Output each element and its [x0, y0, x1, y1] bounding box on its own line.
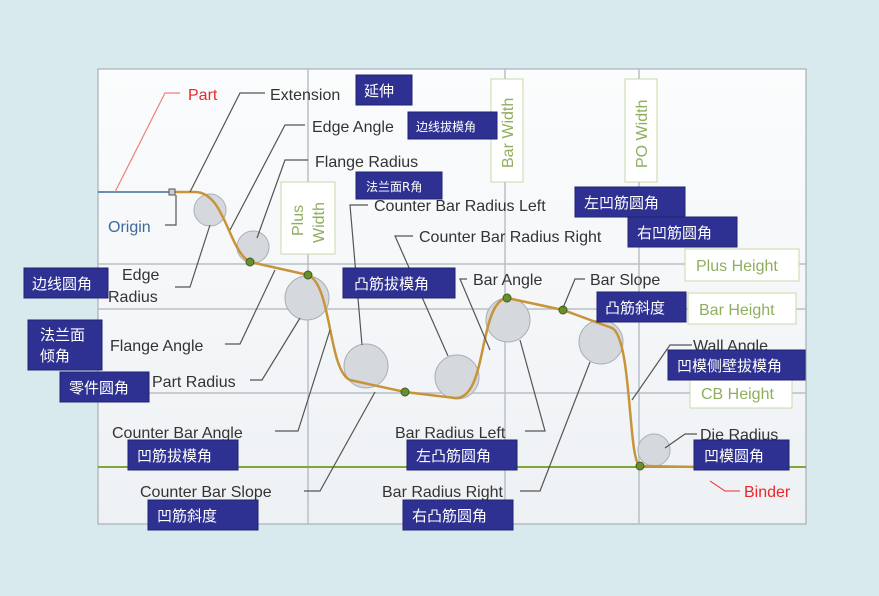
cn-cb-slope: 凹筋斜度 [157, 507, 217, 525]
cn-edge-radius: 边线圆角 [32, 275, 92, 293]
cn-extension: 延伸 [364, 82, 394, 100]
label-po-width: PO Width [634, 100, 651, 168]
label-flange-angle: Flange Angle [110, 338, 204, 355]
english-labels: Part Extension Edge Angle Flange Radius … [108, 87, 791, 501]
dimension-labels: Plus Width Bar Width PO Width Plus Heigh… [280, 78, 800, 409]
chinese-labels: 延伸 边线拔模角 法兰面R角 左凹筋圆角 右凹筋圆角 边线圆角 凸筋拔模角 凸筋… [23, 74, 806, 531]
label-plus-height: Plus Height [696, 258, 778, 275]
cn-wall-angle: 凹模侧壁拔模角 [677, 357, 782, 375]
label-flange-radius: Flange Radius [315, 154, 418, 171]
cn-flange-radius: 法兰面R角 [366, 180, 422, 194]
label-counter-bar-slope: Counter Bar Slope [140, 484, 272, 501]
cn-die-radius: 凹模圆角 [704, 447, 764, 465]
label-part: Part [188, 87, 218, 104]
label-extension: Extension [270, 87, 340, 104]
label-counter-bar-radius-right: Counter Bar Radius Right [419, 229, 602, 246]
cn-flange-angle-1: 法兰面 [40, 326, 85, 344]
label-plus: Plus [290, 205, 307, 236]
label-origin: Origin [108, 219, 151, 236]
label-bar-width: Bar Width [500, 98, 517, 168]
cn-edge-angle: 边线拔模角 [416, 119, 476, 134]
cn-cb-radius-left: 左凹筋圆角 [584, 194, 659, 212]
cn-cb-radius-right: 右凹筋圆角 [637, 224, 712, 242]
leader-lines [114, 92, 740, 492]
label-part-radius: Part Radius [152, 374, 236, 391]
label-counter-bar-angle: Counter Bar Angle [112, 425, 243, 442]
part-profile-curve [172, 190, 701, 469]
origin-marker [168, 188, 176, 196]
cn-bar-slope: 凸筋斜度 [605, 299, 665, 317]
cn-flange-angle-2: 倾角 [40, 347, 70, 365]
label-edge-angle: Edge Angle [312, 119, 394, 136]
label-counter-bar-radius-left: Counter Bar Radius Left [374, 198, 546, 215]
label-bar-angle: Bar Angle [473, 272, 542, 289]
label-width: Width [311, 202, 328, 243]
label-cb-height: CB Height [701, 386, 774, 403]
label-bar-radius-right: Bar Radius Right [382, 484, 504, 501]
label-binder: Binder [744, 484, 791, 501]
cn-bar-draft: 凸筋拔模角 [354, 275, 429, 293]
label-bar-slope: Bar Slope [590, 272, 660, 289]
cn-bar-radius-left: 左凸筋圆角 [416, 447, 491, 465]
cn-cb-angle: 凹筋拔模角 [137, 447, 212, 465]
label-edge: Edge [122, 267, 159, 284]
label-bar-radius-left: Bar Radius Left [395, 425, 506, 442]
label-bar-height: Bar Height [699, 302, 775, 319]
cn-bar-radius-right: 右凸筋圆角 [412, 507, 487, 525]
tangent-points [245, 257, 645, 471]
cn-part-radius: 零件圆角 [69, 379, 129, 397]
label-radius: Radius [108, 289, 158, 306]
